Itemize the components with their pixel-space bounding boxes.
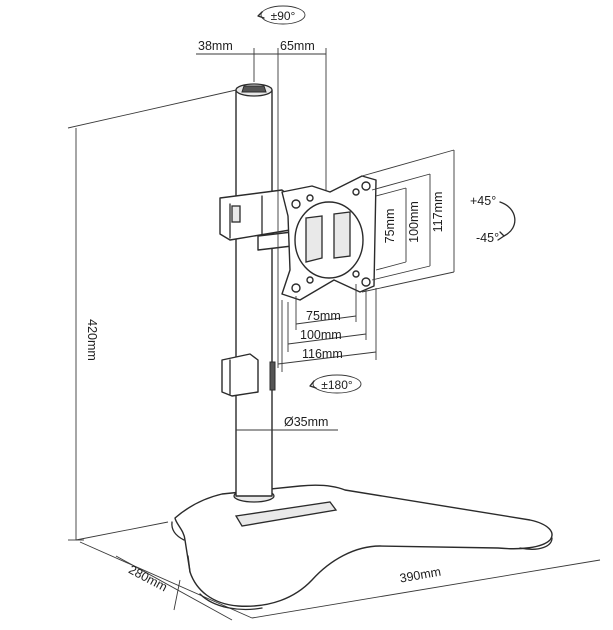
tilt-indicator: +45° -45° [470,194,516,245]
vesa-100-vertical-label: 100mm [407,201,421,243]
height-dimension: 420mm [67,87,246,541]
arm-clamp [219,189,293,251]
vesa-75-horizontal-label: 75mm [306,309,341,323]
pole-depth-label: 38mm [198,39,233,53]
top-rotation-indicator: ±90° [257,5,306,25]
vesa-100-horizontal-label: 100mm [300,328,342,342]
plate-horizontal-dimensions: 75mm 100mm 116mm [277,284,377,372]
top-rotation-label: ±90° [271,9,296,23]
arm-offset-label: 65mm [280,39,315,53]
tilt-up-label: +45° [470,194,496,208]
top-dimensions: 38mm 65mm [196,39,327,368]
base-depth-label: 280mm [126,563,169,595]
vesa-75-vertical-label: 75mm [383,209,397,244]
plate-vertical-dimensions: 75mm 100mm 117mm [361,149,455,293]
pole-diameter-dimension: Ø35mm [236,415,338,431]
height-label: 420mm [85,319,99,361]
stand-pole [221,83,276,497]
base-width-label: 390mm [399,565,442,586]
tilt-down-label: -45° [476,231,499,245]
swivel-label: ±180° [321,378,353,392]
swivel-indicator: ±180° [309,374,362,394]
stand-base [171,484,553,611]
pole-diameter-label: Ø35mm [284,415,328,429]
plate-height-label: 117mm [431,192,445,233]
vesa-plate [281,175,377,301]
plate-width-label: 116mm [302,347,343,361]
